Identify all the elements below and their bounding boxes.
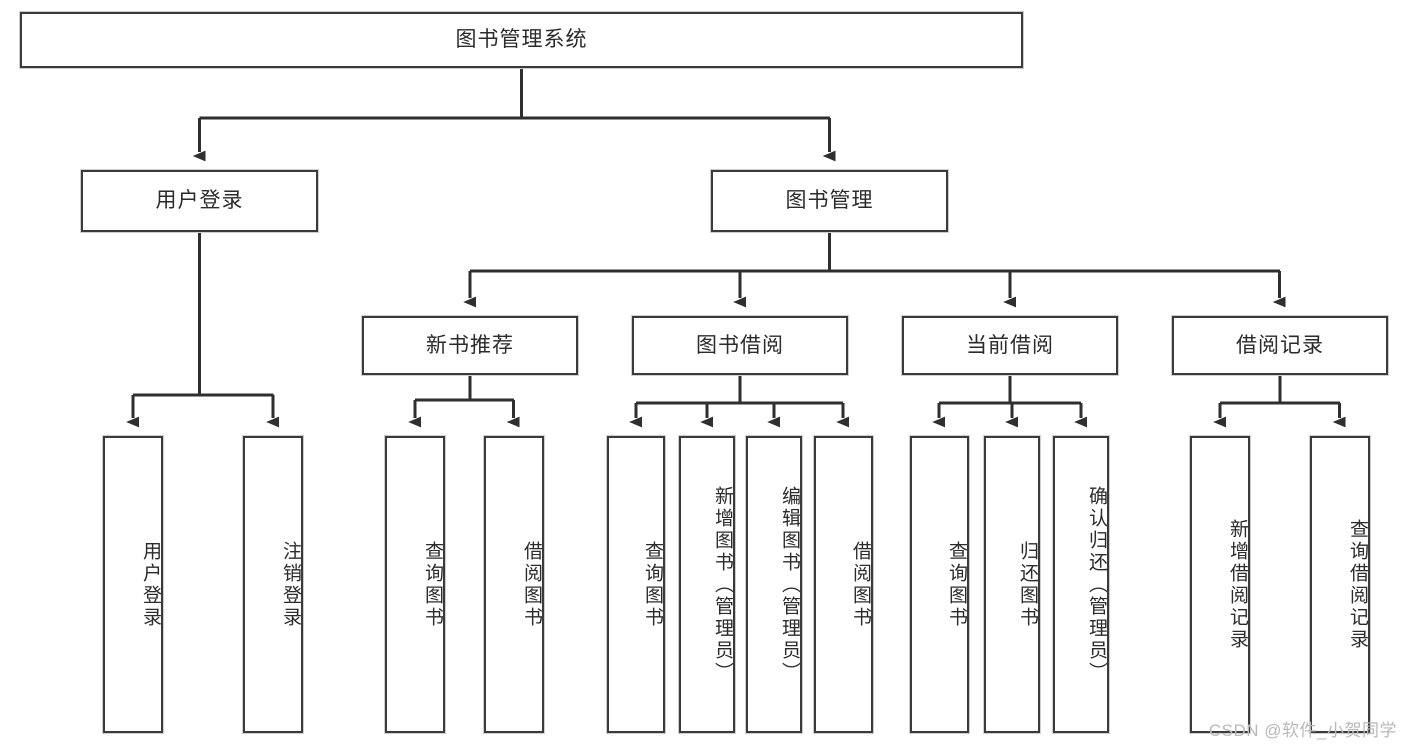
leaf-add-borrow-record[interactable]: 新增借阅记录	[1190, 436, 1250, 733]
leaf-query-book-rec[interactable]: 查询图书	[385, 436, 445, 733]
leaf-add-borrow-record-label: 新增借阅记录	[1227, 518, 1248, 651]
node-borrow-records[interactable]: 借阅记录	[1172, 316, 1388, 375]
leaf-return-book[interactable]: 归还图书	[984, 436, 1040, 733]
leaf-borrow-book-label: 借阅图书	[850, 540, 871, 629]
leaf-confirm-return-admin[interactable]: 确认归还（管理员）	[1053, 436, 1109, 733]
leaf-return-book-label: 归还图书	[1017, 540, 1038, 629]
node-current-borrow-label: 当前借阅	[966, 333, 1054, 357]
leaf-borrow-book-rec-label: 借阅图书	[521, 540, 542, 629]
node-root[interactable]: 图书管理系统	[20, 12, 1023, 68]
leaf-query-book-current-label: 查询图书	[946, 540, 967, 629]
leaf-query-book-current[interactable]: 查询图书	[910, 436, 969, 733]
node-root-label: 图书管理系统	[455, 28, 588, 52]
node-user-login-label: 用户登录	[155, 189, 244, 213]
leaf-add-book-admin[interactable]: 新增图书（管理员）	[679, 436, 735, 733]
leaf-user-login-label: 用户登录	[140, 540, 161, 629]
leaf-query-book-rec-label: 查询图书	[422, 540, 443, 629]
leaf-query-book-borrow[interactable]: 查询图书	[607, 436, 665, 733]
leaf-add-book-admin-label: 新增图书（管理员）	[712, 485, 733, 684]
node-book-borrow-label: 图书借阅	[696, 333, 784, 357]
node-book-management-label: 图书管理	[785, 189, 874, 213]
leaf-borrow-book[interactable]: 借阅图书	[814, 436, 873, 733]
leaf-logout[interactable]: 注销登录	[243, 436, 303, 733]
leaf-edit-book-admin-label: 编辑图书（管理员）	[779, 485, 800, 684]
leaf-query-borrow-record-label: 查询借阅记录	[1347, 518, 1368, 651]
node-book-management[interactable]: 图书管理	[711, 170, 948, 232]
node-new-book-recommendation[interactable]: 新书推荐	[362, 316, 578, 375]
node-borrow-records-label: 借阅记录	[1236, 333, 1324, 357]
leaf-query-book-borrow-label: 查询图书	[642, 540, 663, 629]
leaf-user-login[interactable]: 用户登录	[103, 436, 163, 733]
watermark-text: CSDN @软件_小贺同学	[1208, 721, 1397, 740]
leaf-borrow-book-rec[interactable]: 借阅图书	[484, 436, 544, 733]
leaf-logout-label: 注销登录	[280, 540, 301, 629]
node-user-login[interactable]: 用户登录	[81, 170, 318, 232]
node-book-borrow[interactable]: 图书借阅	[632, 316, 848, 375]
leaf-confirm-return-admin-label: 确认归还（管理员）	[1086, 485, 1107, 684]
leaf-query-borrow-record[interactable]: 查询借阅记录	[1310, 436, 1370, 733]
leaf-edit-book-admin[interactable]: 编辑图书（管理员）	[746, 436, 802, 733]
node-current-borrow[interactable]: 当前借阅	[902, 316, 1118, 375]
node-new-book-recommendation-label: 新书推荐	[426, 333, 514, 357]
